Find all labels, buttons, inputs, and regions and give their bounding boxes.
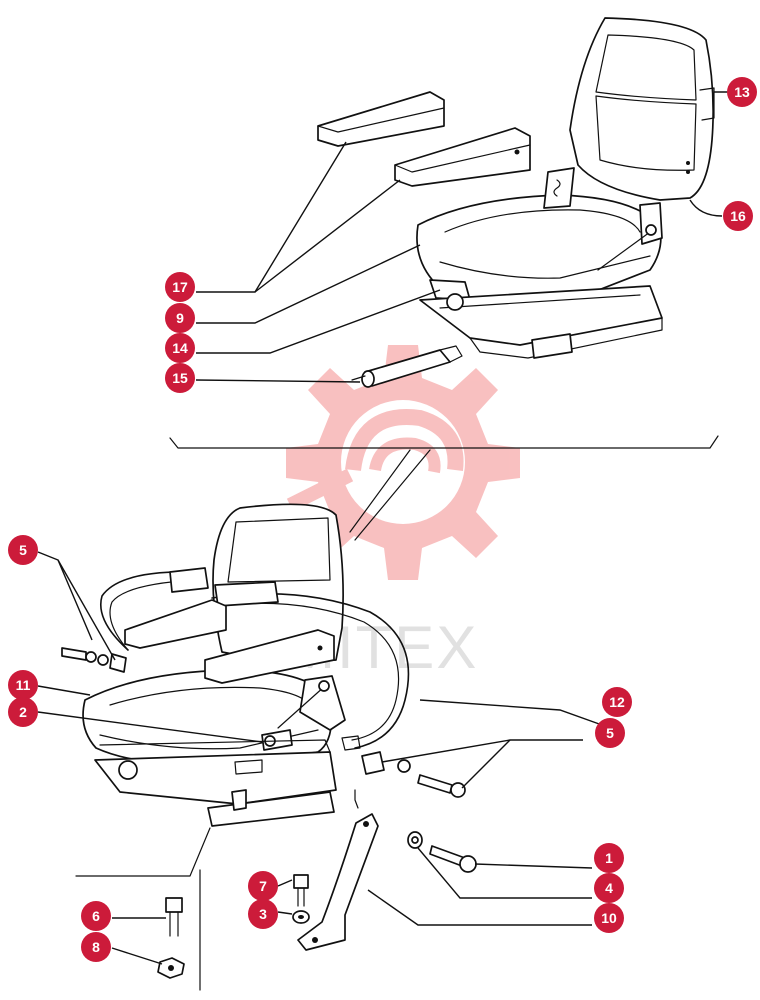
- armrest-upper-part: [317, 91, 445, 147]
- bolt-nut-part: [157, 897, 185, 979]
- svg-text:6: 6: [92, 908, 100, 924]
- armrest-lower-part: [394, 127, 531, 187]
- callout-6: 6: [81, 901, 111, 931]
- svg-text:7: 7: [259, 878, 267, 894]
- svg-text:17: 17: [172, 279, 188, 295]
- svg-text:14: 14: [172, 340, 188, 356]
- svg-text:4: 4: [605, 880, 613, 896]
- bolt-washer-part: [407, 831, 477, 873]
- belt-bracket-part: [297, 813, 379, 951]
- seat-cushion-part: [416, 167, 663, 308]
- callout-16: 16: [723, 201, 753, 231]
- callout-5-left: 5: [8, 535, 38, 565]
- svg-text:2: 2: [19, 704, 27, 720]
- svg-text:5: 5: [606, 725, 614, 741]
- callout-12: 12: [602, 687, 632, 717]
- backrest-part: [569, 17, 715, 201]
- seat-base-part: [419, 279, 663, 359]
- callout-5-right: 5: [595, 718, 625, 748]
- callout-11: 11: [8, 670, 38, 700]
- callout-15: 15: [165, 363, 195, 393]
- callout-2: 2: [8, 697, 38, 727]
- svg-text:3: 3: [259, 906, 267, 922]
- svg-text:8: 8: [92, 939, 100, 955]
- callout-3: 3: [248, 899, 278, 929]
- callout-10: 10: [594, 903, 624, 933]
- belt-bolt-left-part: [61, 647, 127, 673]
- callout-17: 17: [165, 272, 195, 302]
- svg-text:12: 12: [609, 694, 625, 710]
- callout-13: 13: [727, 77, 757, 107]
- svg-text:11: 11: [16, 677, 31, 693]
- callout-8: 8: [81, 932, 111, 962]
- callout-14: 14: [165, 333, 195, 363]
- svg-text:15: 15: [172, 370, 188, 386]
- svg-text:9: 9: [176, 310, 184, 326]
- complete-seat-part: [82, 503, 410, 827]
- screw-washer-part: [292, 874, 310, 924]
- svg-text:13: 13: [734, 84, 750, 100]
- callout-4: 4: [594, 873, 624, 903]
- belt-bolt-right-part: [341, 735, 466, 798]
- callout-7: 7: [248, 871, 278, 901]
- shock-absorber-part: [351, 345, 463, 388]
- callout-9: 9: [165, 303, 195, 333]
- watermark-gear-icon: [286, 345, 520, 580]
- svg-text:1: 1: [605, 850, 613, 866]
- svg-text:10: 10: [601, 910, 617, 926]
- callout-1: 1: [594, 843, 624, 873]
- svg-text:5: 5: [19, 542, 27, 558]
- svg-text:16: 16: [730, 208, 746, 224]
